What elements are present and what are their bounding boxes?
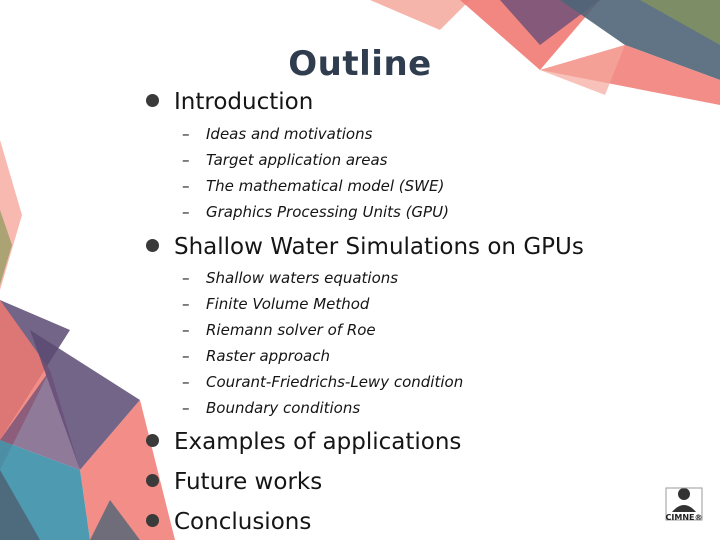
dash-marker: –: [182, 373, 190, 391]
sub-item: –Raster approach: [182, 347, 330, 365]
bg-shape-left-olive: [0, 210, 12, 285]
sub-item-label: Ideas and motivations: [206, 125, 373, 143]
sub-item-label: Shallow waters equations: [206, 269, 399, 287]
sub-item-label: Raster approach: [206, 347, 330, 365]
slide-title: Outline: [288, 44, 432, 84]
sub-item: –Shallow waters equations: [182, 269, 398, 287]
bullet-label: Introduction: [174, 89, 314, 115]
bg-shape-left-slate: [0, 470, 40, 540]
bullet-dot-icon: [146, 474, 159, 487]
bullet-examples: Examples of applications: [146, 429, 461, 455]
dash-marker: –: [182, 295, 190, 313]
dash-marker: –: [182, 269, 190, 287]
sub-item-label: Target application areas: [206, 151, 388, 169]
sub-item: –Riemann solver of Roe: [182, 321, 376, 339]
dash-marker: –: [182, 321, 190, 339]
bullet-label: Future works: [174, 469, 323, 495]
bg-shape-left-mid: [0, 370, 80, 470]
sub-item-label: Graphics Processing Units (GPU): [206, 203, 449, 221]
dash-marker: –: [182, 177, 190, 195]
bullet-label: Examples of applications: [174, 429, 462, 455]
dash-marker: –: [182, 125, 190, 143]
sub-item-label: Courant-Friedrichs-Lewy condition: [206, 373, 464, 391]
cimne-logo-icon: [665, 487, 703, 521]
sub-item: –Ideas and motivations: [182, 125, 372, 143]
sub-item: –Target application areas: [182, 151, 387, 169]
bg-shape-top-left: [370, 0, 470, 30]
bullet-dot-icon: [146, 514, 159, 527]
sub-item: –Graphics Processing Units (GPU): [182, 203, 449, 221]
bullet-dot-icon: [146, 434, 159, 447]
bg-shape-left-bottom: [90, 500, 140, 540]
dash-marker: –: [182, 399, 190, 417]
logo-text: CIMNE®: [665, 513, 703, 522]
sub-item: –Finite Volume Method: [182, 295, 369, 313]
bg-shape-left-coral2: [80, 400, 175, 540]
dash-marker: –: [182, 203, 190, 221]
bullet-label: Conclusions: [174, 509, 312, 535]
sub-item: –Courant-Friedrichs-Lewy condition: [182, 373, 463, 391]
bg-shape-top-purple: [500, 0, 600, 45]
dash-marker: –: [182, 151, 190, 169]
sub-item-label: The mathematical model (SWE): [206, 177, 445, 195]
bg-shape-top-mid: [540, 45, 625, 95]
bullet-dot-icon: [146, 239, 159, 252]
bullet-label: Shallow Water Simulations on GPUs: [174, 234, 584, 260]
sub-item: –Boundary conditions: [182, 399, 360, 417]
bullet-dot-icon: [146, 94, 159, 107]
bullet-future-works: Future works: [146, 469, 322, 495]
bg-shape-top-olive: [640, 0, 720, 45]
sub-item-label: Riemann solver of Roe: [206, 321, 376, 339]
dash-marker: –: [182, 347, 190, 365]
bullet-shallow-water: Shallow Water Simulations on GPUs: [146, 234, 584, 260]
sub-item: –The mathematical model (SWE): [182, 177, 444, 195]
bg-shape-left-purple2: [30, 330, 140, 470]
bullet-introduction: Introduction: [146, 89, 313, 115]
sub-item-label: Finite Volume Method: [206, 295, 370, 313]
bullet-conclusions: Conclusions: [146, 509, 311, 535]
sub-item-label: Boundary conditions: [206, 399, 361, 417]
